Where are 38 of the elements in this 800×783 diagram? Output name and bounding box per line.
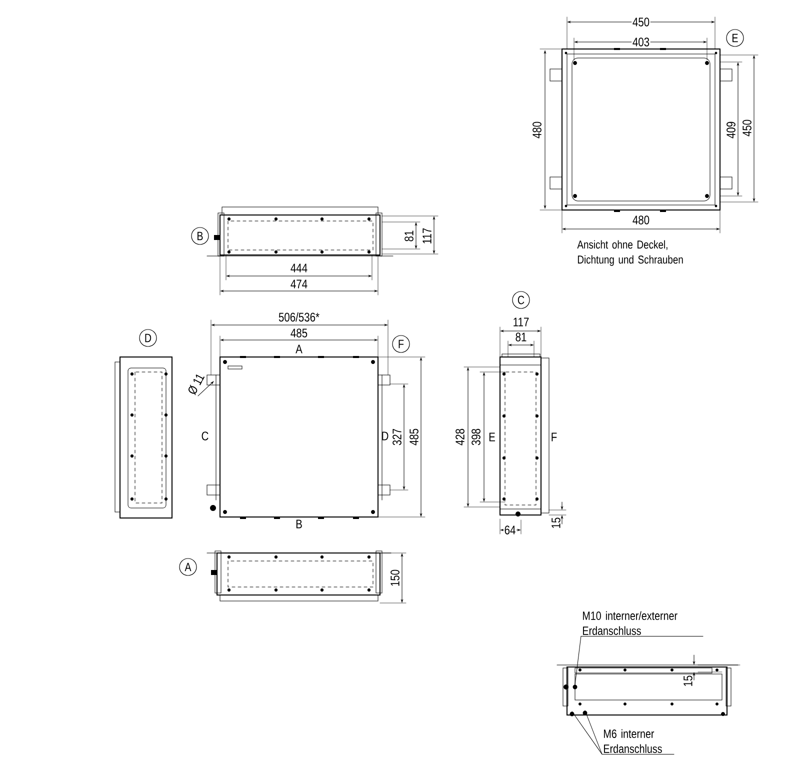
dimension-text: 15 [684,676,692,686]
dimension-text: 117 [512,316,530,328]
side-letter: B [296,520,302,528]
callout-text: M10 interner/externer Erdanschluss [583,611,678,635]
terminal-bolt [582,710,588,716]
dimension-text: 81 [404,230,414,242]
dimension-text: 474 [290,278,308,290]
dimension-text: 150 [390,570,400,586]
dimension-text: 15 [552,518,560,528]
leader-line [574,636,704,685]
side-letter: C [202,432,208,440]
diameter-text: Ø 11 [188,374,205,396]
dimension-text: 327 [392,428,402,446]
dimension-text: 409 [726,122,736,138]
dimension-text: 450 [742,120,752,136]
dimension-text: 117 [422,228,432,244]
dimension-text: 403 [632,36,650,48]
dimension-text: 81 [514,332,528,342]
side-letter: D [382,432,388,440]
dimension-text: 485 [290,328,308,338]
callout-text: M6 interner Erdanschluss [604,729,662,753]
side-letter: A [296,344,302,354]
terminal-bolt [572,684,578,690]
dimension-text: 64 [504,524,516,536]
dimension-text: 444 [290,262,308,274]
dimension-text: 398 [472,428,480,446]
dimension-text: 450 [632,16,650,28]
side-letter: E [489,432,495,442]
dimension-text: 480 [532,122,542,138]
terminal-bolt [570,712,574,716]
note-text: Ansicht ohne Deckel, Dichtung und Schrauben [577,240,683,266]
dimension-text: 506/536* [278,312,320,322]
dimension-text: 428 [456,428,464,446]
leader-line [584,710,602,754]
dimension-text: 485 [410,428,418,446]
dimension-text: 480 [632,214,650,226]
side-letter: F [552,432,557,442]
leader-line [572,711,674,754]
